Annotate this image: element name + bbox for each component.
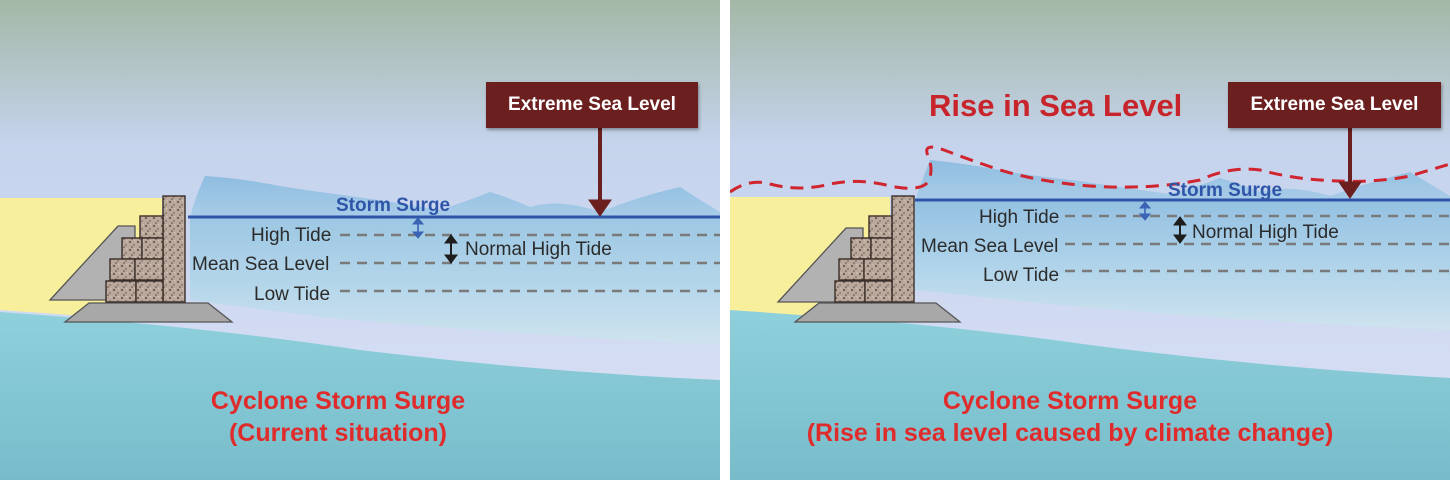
stone-steps bbox=[105, 195, 186, 303]
normal-high-tide-arrow bbox=[444, 234, 458, 264]
storm-surge-arrow bbox=[411, 217, 425, 239]
caption-current: Cyclone Storm Surge (Current situation) bbox=[108, 385, 568, 449]
rise-sea-level-dashed-line bbox=[730, 145, 1450, 194]
caption-line-2: (Rise in sea level caused by climate cha… bbox=[806, 419, 1334, 447]
sea-wall-base bbox=[793, 302, 962, 323]
normal-high-tide-label: Normal High Tide bbox=[1192, 222, 1339, 243]
sea-wall-base bbox=[63, 302, 234, 323]
stone-steps bbox=[834, 195, 915, 303]
storm-surge-label: Storm Surge bbox=[336, 195, 451, 216]
sea-floor bbox=[730, 310, 1450, 480]
water-body bbox=[915, 200, 1450, 330]
caption-climate-change: Cyclone Storm Surge (Rise in sea level c… bbox=[750, 385, 1390, 449]
caption-line-1: Cyclone Storm Surge bbox=[942, 387, 1198, 415]
extreme-sea-level-label: Extreme Sea Level bbox=[1228, 82, 1441, 128]
water-body bbox=[190, 217, 720, 345]
normal-high-tide-arrow bbox=[1173, 216, 1187, 244]
storm-surge-wave bbox=[915, 160, 1450, 200]
caption-line-2: (Current situation) bbox=[228, 419, 448, 447]
storm-surge-label: Storm Surge bbox=[1168, 180, 1283, 201]
scene-climate-change bbox=[730, 0, 1450, 480]
low-tide-label: Low Tide bbox=[983, 265, 1060, 286]
rise-in-sea-level-heading: Rise in Sea Level bbox=[929, 88, 1183, 123]
normal-high-tide-label: Normal High Tide bbox=[465, 239, 612, 260]
extreme-arrow bbox=[1338, 128, 1362, 199]
sea-floor bbox=[0, 312, 720, 480]
scene-current bbox=[0, 0, 720, 480]
high-tide-label: High Tide bbox=[251, 225, 332, 246]
mean-sea-level-label: Mean Sea Level bbox=[921, 236, 1059, 257]
panel-climate-change: Rise in Sea Level Extreme Sea Level Stor… bbox=[730, 0, 1450, 480]
extreme-arrow bbox=[588, 128, 612, 217]
panel-current-situation: Extreme Sea Level Storm Surge High Tide … bbox=[0, 0, 720, 480]
mean-sea-level-label: Mean Sea Level bbox=[192, 254, 330, 275]
extreme-sea-level-label: Extreme Sea Level bbox=[486, 82, 698, 128]
high-tide-label: High Tide bbox=[979, 207, 1060, 228]
storm-surge-wave bbox=[190, 176, 720, 217]
low-tide-label: Low Tide bbox=[254, 284, 331, 305]
caption-line-1: Cyclone Storm Surge bbox=[210, 387, 466, 415]
storm-surge-arrow bbox=[1138, 201, 1152, 221]
